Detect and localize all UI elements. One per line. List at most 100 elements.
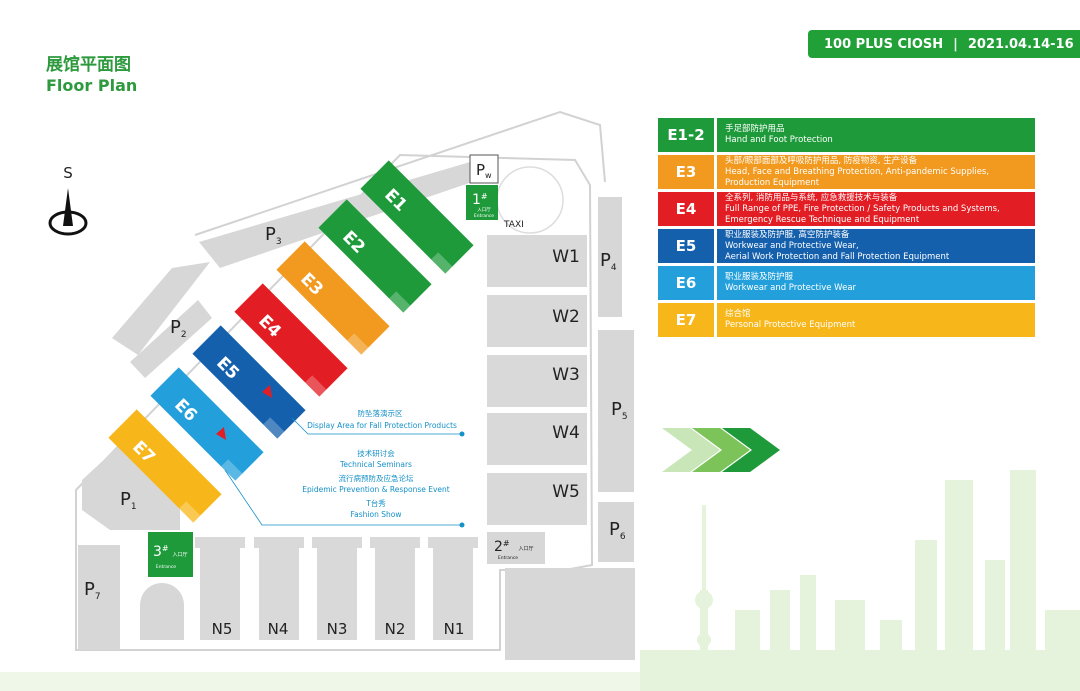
legend-code: E4 <box>658 192 714 226</box>
hall-n3 <box>312 537 362 640</box>
event-name: 100 PLUS CIOSH <box>824 36 944 52</box>
hall-w3-label: W3 <box>552 365 580 385</box>
hall-e4 <box>234 283 348 397</box>
hall-e3-block <box>276 241 390 355</box>
hall-n5-label: N5 <box>212 620 233 638</box>
hall-w3 <box>487 355 587 407</box>
legend-line: Personal Protective Equipment <box>725 320 856 330</box>
event-date: 2021.04.14-16 <box>967 36 1074 52</box>
hall-e5-block <box>192 325 306 439</box>
parking-p6-label: P6 <box>609 519 626 542</box>
entrance-1-number: 1# <box>472 192 488 208</box>
parking-p4-label: P4 <box>600 250 617 273</box>
legend-line: Emergency Rescue Technique and Equipment <box>725 214 920 225</box>
hall-e1-notch <box>431 252 453 274</box>
parking-pw-box <box>469 154 499 184</box>
legend-code: E3 <box>658 155 714 189</box>
marker-e6 <box>216 427 226 440</box>
parking-p2-area <box>130 300 212 378</box>
hall-n1-label: N1 <box>444 620 465 638</box>
hall-e2 <box>318 199 432 313</box>
north-halls <box>195 537 478 640</box>
entrance-3-en: Entrance <box>156 564 176 570</box>
parking-p1-area <box>82 445 180 530</box>
legend-line: 头部/眼部面部及呼吸防护用品, 防疫物资, 生产设备 <box>725 155 918 166</box>
event-banner: 100 PLUS CIOSH | 2021.04.14-16 <box>808 30 1080 58</box>
hall-e1 <box>360 160 474 274</box>
entrance-2-number: 2# <box>494 539 510 555</box>
event-area-dot <box>459 522 465 528</box>
hall-w1-label: W1 <box>552 247 580 267</box>
hall-e5 <box>192 325 306 439</box>
hall-w5-label: W5 <box>552 482 580 502</box>
legend-line: 职业服装及防护服 <box>725 272 794 282</box>
legend-line: 综合馆 <box>725 309 751 319</box>
hall-n4 <box>254 537 304 640</box>
fall-area-leader <box>291 417 462 435</box>
parking-p3-label: P3 <box>265 224 282 247</box>
direction-chevrons-icon <box>662 428 780 472</box>
page-title-cn: 展馆平面图 <box>46 55 131 75</box>
banner-separator: | <box>953 36 958 52</box>
hall-e6-notch <box>221 459 243 481</box>
hall-n5 <box>195 537 245 640</box>
hall-e3-notch <box>347 333 369 355</box>
hall-w2 <box>487 295 587 347</box>
page-title-en: Floor Plan <box>46 76 138 95</box>
compass-label: S <box>63 164 73 182</box>
hall-e6 <box>150 367 264 481</box>
parking-p7-label: P7 <box>84 579 101 602</box>
entrance-2-cn: 入口厅 <box>518 546 533 552</box>
west-halls: W1 W2 W3 W4 W5 <box>487 235 587 525</box>
hall-n2-label: N2 <box>385 620 406 638</box>
legend-line: Hand and Foot Protection <box>725 135 833 145</box>
legend-line: 职业服装及防护服, 高空防护装备 <box>725 229 850 240</box>
entrance-3-number: 3# <box>153 544 169 560</box>
legend-line: Head, Face and Breathing Protection, Ant… <box>725 166 990 177</box>
hall-e4-block <box>234 283 348 397</box>
skyline-decoration <box>0 470 1080 691</box>
epidemic-cn: 流行病预防及应急论坛 <box>339 473 414 483</box>
parking-p1-label: P1 <box>120 489 137 512</box>
hall-w1 <box>487 235 587 287</box>
entrance-3 <box>148 532 193 577</box>
entrance-2-en: Entrance <box>498 555 518 561</box>
legend-code: E5 <box>658 229 714 263</box>
parking-lot-south <box>505 568 635 660</box>
legend-line: Workwear and Protective Wear <box>725 283 857 293</box>
entrance-1-cn: 入口厅 <box>477 207 491 213</box>
parking-p6-area <box>598 502 634 562</box>
entrance-1 <box>466 185 498 220</box>
compass: S <box>48 164 88 236</box>
parking-p2-label: P2 <box>170 317 187 340</box>
fall-area-cn: 防坠落演示区 <box>358 408 403 418</box>
fashion-en: Fashion Show <box>351 510 402 519</box>
hall-n3-label: N3 <box>327 620 348 638</box>
legend-line: Workwear and Protective Wear, <box>725 240 859 251</box>
hall-e7-block <box>108 409 222 523</box>
fall-area-en: Display Area for Fall Protection Product… <box>307 421 457 430</box>
parking-p4-area <box>598 197 622 317</box>
entrance-2 <box>487 532 545 564</box>
legend-line: Aerial Work Protection and Fall Protecti… <box>725 251 950 262</box>
hall-n1 <box>428 537 478 640</box>
entrance-3-cn: 入口厅 <box>172 552 187 558</box>
legend-line: 全系列, 消防用品与系统, 应急救援技术与装备 <box>725 192 898 203</box>
epidemic-en: Epidemic Prevention & Response Event <box>302 485 450 494</box>
parking-arc <box>140 583 184 640</box>
hall-e2-block <box>318 199 432 313</box>
hall-e2-notch <box>389 291 411 313</box>
entrance-1-en: Entrance <box>474 213 494 219</box>
parking-p5-area <box>598 330 634 492</box>
fashion-cn: T台秀 <box>365 498 386 508</box>
legend-line: 手足部防护用品 <box>725 124 785 134</box>
legend-code: E1-2 <box>658 118 714 152</box>
